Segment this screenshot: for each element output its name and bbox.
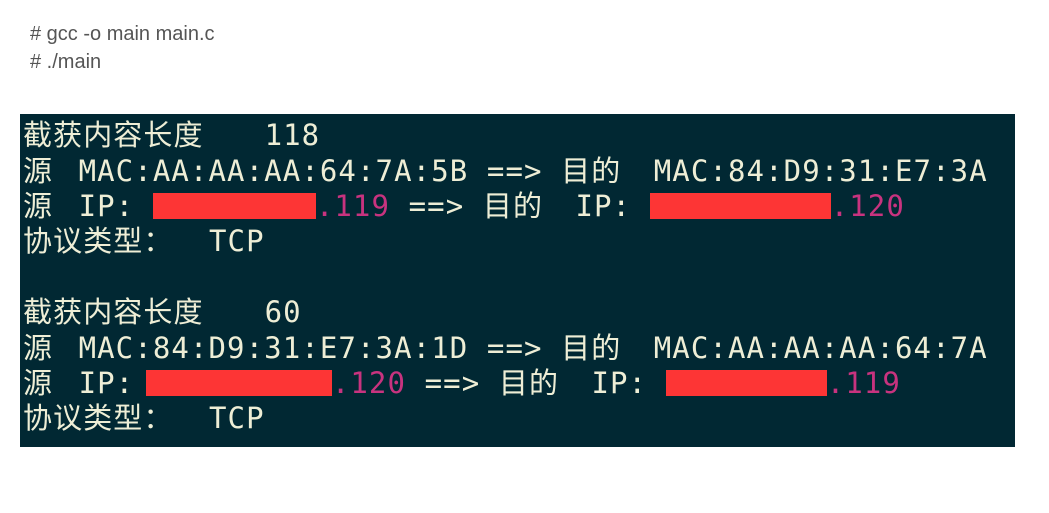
ip-label: IP: <box>575 189 632 223</box>
ip-label: IP: <box>78 366 135 400</box>
ip-line: 源 IP: .119 ==> 目的 IP: .120 <box>23 189 905 224</box>
redacted-src-ip <box>152 193 316 219</box>
dst-mac: 84:D9:31:E7:3A <box>727 154 988 188</box>
arrow: ==> <box>424 366 481 400</box>
dst-label: 目的 <box>561 331 622 365</box>
src-mac: 84:D9:31:E7:3A:1D <box>152 331 469 365</box>
dst-mac: AA:AA:AA:64:7A <box>727 331 988 365</box>
dst-ip-suffix: .119 <box>826 366 901 400</box>
ip-line: 源 IP: .120 ==> 目的 IP: .119 <box>23 366 901 401</box>
packet-length-line: 截获内容长度 60 <box>23 295 302 330</box>
dst-ip-suffix: .120 <box>830 189 905 223</box>
ip-label: IP: <box>78 189 135 223</box>
length-label: 截获内容长度 <box>23 295 204 329</box>
protocol-label: 协议类型： <box>23 401 174 435</box>
mac-label: MAC: <box>653 154 728 188</box>
protocol: TCP <box>209 401 265 435</box>
src-label: 源 <box>23 331 54 365</box>
src-label: 源 <box>23 154 54 188</box>
arrow: ==> <box>486 331 543 365</box>
protocol-line: 协议类型： TCP <box>23 401 265 436</box>
protocol: TCP <box>209 224 265 258</box>
src-mac: AA:AA:AA:64:7A:5B <box>152 154 469 188</box>
mac-label: MAC: <box>78 154 153 188</box>
dst-label: 目的 <box>482 189 544 223</box>
mac-line: 源 MAC:AA:AA:AA:64:7A:5B ==> 目的 MAC:84:D9… <box>23 154 988 189</box>
mac-line: 源 MAC:84:D9:31:E7:3A:1D ==> 目的 MAC:AA:AA… <box>23 331 988 366</box>
terminal-output: 截获内容长度 118 源 MAC:AA:AA:AA:64:7A:5B ==> 目… <box>20 114 1015 447</box>
command-run: # ./main <box>30 51 102 73</box>
redacted-dst-ip <box>649 193 831 219</box>
packet-length: 118 <box>264 118 321 152</box>
arrow: ==> <box>408 189 465 223</box>
mac-label: MAC: <box>653 331 728 365</box>
command-compile: # gcc -o main main.c <box>30 23 215 45</box>
protocol-label: 协议类型： <box>23 224 174 258</box>
src-ip-suffix: .120 <box>331 366 407 400</box>
redacted-src-ip <box>145 370 332 396</box>
ip-label: IP: <box>591 366 648 400</box>
redacted-dst-ip <box>665 370 827 396</box>
packet-length: 60 <box>264 295 302 329</box>
dst-label: 目的 <box>498 366 560 400</box>
src-label: 源 <box>23 366 54 400</box>
src-label: 源 <box>23 189 54 223</box>
src-ip-suffix: .119 <box>315 189 391 223</box>
protocol-line: 协议类型： TCP <box>23 224 265 259</box>
arrow: ==> <box>486 154 543 188</box>
mac-label: MAC: <box>78 331 153 365</box>
dst-label: 目的 <box>561 154 622 188</box>
packet-length-line: 截获内容长度 118 <box>23 118 320 153</box>
length-label: 截获内容长度 <box>23 118 204 152</box>
